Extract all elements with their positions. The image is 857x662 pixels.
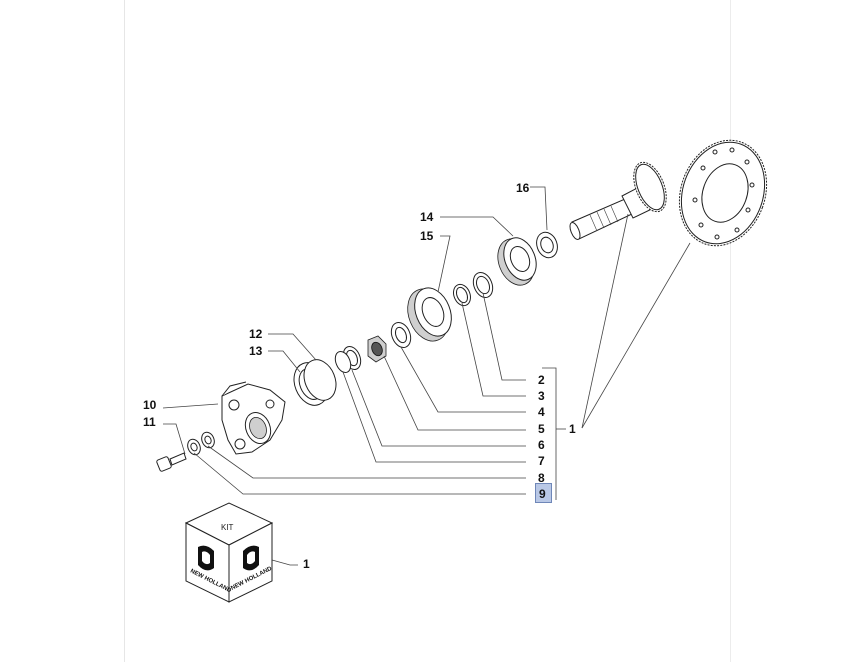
- leader-lines: [162, 186, 691, 566]
- frame-border-left: [124, 0, 125, 662]
- callout-6[interactable]: 6: [538, 438, 545, 452]
- castle-nut: [367, 335, 387, 363]
- callout-1-kit[interactable]: 1: [303, 557, 310, 571]
- callout-12[interactable]: 12: [249, 327, 263, 341]
- ring-gear: [678, 139, 768, 247]
- shim-washer: [536, 231, 558, 259]
- callout-labels: 16 14 15 12 13 10 11 2 3 4 5 6 7 8 1 1: [143, 181, 576, 571]
- callout-3[interactable]: 3: [538, 389, 545, 403]
- callout-10[interactable]: 10: [143, 398, 157, 412]
- callout-13[interactable]: 13: [249, 344, 263, 358]
- frame-border-right: [730, 0, 731, 662]
- taper-bearing-inner: [407, 287, 452, 342]
- callout-8[interactable]: 8: [538, 471, 545, 485]
- callout-5[interactable]: 5: [538, 422, 545, 436]
- spacer-rings: [453, 271, 494, 307]
- callout-14[interactable]: 14: [420, 210, 434, 224]
- callout-9-selected[interactable]: [535, 483, 552, 503]
- flat-washer: [390, 321, 412, 349]
- callout-15[interactable]: 15: [420, 229, 434, 243]
- oil-seal: [293, 359, 337, 406]
- yoke-flange: [221, 381, 286, 455]
- kit-label: KIT: [221, 523, 234, 532]
- callout-11[interactable]: 11: [143, 415, 156, 429]
- bolt: [156, 452, 187, 472]
- callout-1-main[interactable]: 1: [569, 422, 576, 436]
- kit-box-icon: KIT NEW HOLLAND NEW HOLLAND: [184, 502, 274, 603]
- callout-4[interactable]: 4: [538, 405, 545, 419]
- snap-rings: [334, 345, 362, 374]
- callout-7[interactable]: 7: [538, 454, 545, 468]
- bolt-washers: [187, 431, 215, 456]
- callout-2[interactable]: 2: [538, 373, 545, 387]
- callout-16[interactable]: 16: [516, 181, 530, 195]
- pinion-shaft: [569, 161, 667, 240]
- taper-bearing-outer: [497, 237, 537, 286]
